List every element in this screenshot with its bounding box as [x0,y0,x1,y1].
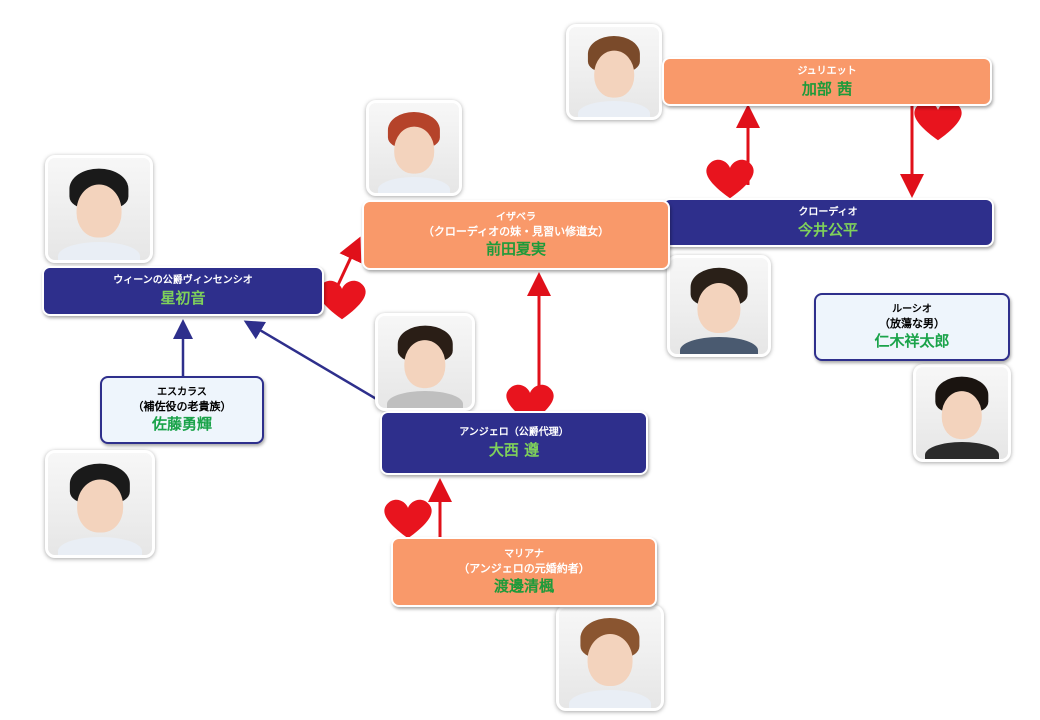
role-note: （アンジェロの元婚約者） [458,562,590,575]
actor-name: 加部 茜 [801,79,853,98]
role-label: マリアナ [504,549,544,560]
character-box-vincentio: ウィーンの公爵ヴィンセンシオ 星初音 [42,266,324,316]
character-box-escalus: エスカラス （補佐役の老貴族） 佐藤勇輝 [100,376,264,444]
actor-name: 今井公平 [797,220,858,239]
character-box-isabella: イザベラ （クローディオの妹・見習い修道女） 前田夏実 [362,200,670,270]
arrow-vincentio-to-isabella [336,236,362,286]
actor-name: 前田夏実 [485,240,546,258]
photo-angelo-actor [375,313,475,411]
photo-isabella-actor [366,100,462,196]
photo-mariana-actor [556,605,664,711]
role-label: アンジェロ（公爵代理） [459,427,569,438]
role-label: エスカラス [157,387,207,398]
heart-icon [384,499,432,539]
actor-name: 佐藤勇輝 [151,415,212,433]
character-box-mariana: マリアナ （アンジェロの元婚約者） 渡邊清楓 [391,537,657,607]
character-box-juliet: ジュリエット 加部 茜 [662,57,992,106]
photo-escalus-actor [45,450,155,558]
actor-name: 星初音 [160,289,206,307]
actor-name: 大西 遵 [488,441,540,459]
role-note: （放蕩な男） [879,317,945,330]
role-label: ジュリエット [797,65,857,77]
role-note: （補佐役の老貴族） [132,400,232,413]
role-label: ルーシオ [892,304,932,315]
heart-icon [706,159,754,199]
photo-claudio-actor [667,255,771,357]
photo-vincentio-actor [45,155,153,263]
character-box-lucio: ルーシオ （放蕩な男） 仁木祥太郎 [814,293,1010,361]
role-label: ウィーンの公爵ヴィンセンシオ [113,275,253,286]
character-box-angelo: アンジェロ（公爵代理） 大西 遵 [380,411,648,475]
photo-lucio-actor [913,364,1011,462]
character-box-claudio: クローディオ 今井公平 [662,198,994,247]
heart-icon [318,280,366,320]
role-label: イザベラ [496,212,536,223]
heart-icon [914,101,962,141]
arrow-angelo-to-vincentio [243,320,396,412]
photo-juliet-actor [566,24,662,120]
actor-name: 仁木祥太郎 [874,332,950,350]
role-note: （クローディオの妹・見習い修道女） [422,225,610,238]
role-label: クローディオ [798,206,858,218]
actor-name: 渡邊清楓 [493,577,554,595]
